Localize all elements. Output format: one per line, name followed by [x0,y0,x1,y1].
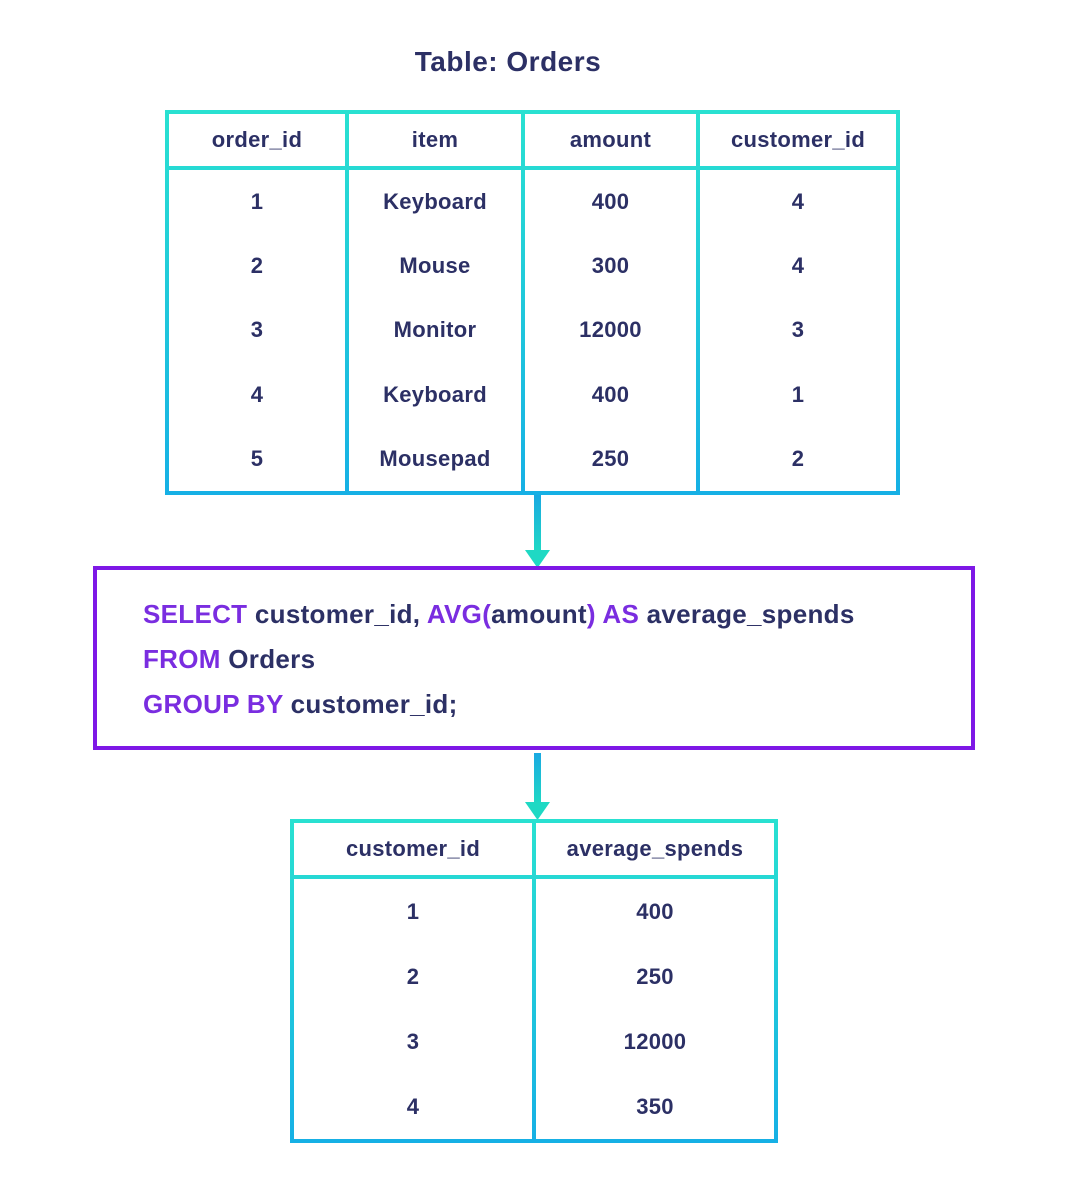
arrow-down-icon [525,495,550,568]
sql-identifier: Orders [228,644,316,674]
column-cells: 4 4 3 1 2 [700,170,896,491]
column-header: customer_id [294,823,532,875]
sql-identifier: amount [491,599,587,629]
table-cell: 3 [406,1028,420,1054]
column-cells: 400 250 12000 350 [536,879,774,1139]
table-cell: 400 [591,189,630,215]
table-cell: 400 [591,381,630,407]
column-header: amount [525,114,696,166]
sql-keyword: FROM [143,644,229,674]
column-cells: 1 2 3 4 [294,879,532,1139]
table-cell: 2 [406,963,420,989]
table-cell: 3 [250,317,264,343]
table-cell: 400 [636,898,674,924]
table-cell: Keyboard [383,381,487,407]
table-cell: 3 [791,317,805,343]
table-cell: 350 [636,1093,674,1119]
table-column-amount: amount 400 300 12000 400 250 [525,114,696,491]
table-cell: 4 [791,189,805,215]
table-cell: 2 [250,253,264,279]
sql-keyword: GROUP BY [143,689,291,719]
sql-keyword: ) AS [586,599,647,629]
table-cell: 250 [591,445,630,471]
table-cell: Mousepad [379,445,491,471]
arrow-shaft [534,753,541,804]
arrow-shaft [534,495,541,552]
sql-line: SELECT customer_id, AVG(amount) AS avera… [143,592,971,637]
column-cells: 400 300 12000 400 250 [525,170,696,491]
table-cell: Mouse [399,253,471,279]
table-cell: 1 [250,189,264,215]
sql-line: FROM Orders [143,637,971,682]
sql-query-box: SELECT customer_id, AVG(amount) AS avera… [93,566,975,750]
table-cell: Keyboard [383,189,487,215]
table-cell: 12000 [579,317,642,343]
source-table-title: Table: Orders [414,46,602,77]
arrow-head [525,802,550,820]
table-cell: 4 [791,253,805,279]
table-cell: Monitor [393,317,477,343]
table-column-customer_id: customer_id 1 2 3 4 [294,823,532,1139]
table-cell: 250 [636,963,674,989]
table-column-average_spends: average_spends 400 250 12000 350 [536,823,774,1139]
table-column-order_id: order_id 1 2 3 4 5 [169,114,345,491]
table-cell: 1 [791,381,805,407]
sql-identifier: average_spends [646,599,855,629]
sql-line: GROUP BY customer_id; [143,682,971,727]
column-header: order_id [169,114,345,166]
table-cell: 5 [250,445,264,471]
table-cell: 1 [406,898,420,924]
sql-identifier: customer_id, [254,599,427,629]
result-table: customer_id 1 2 3 4 average_spends 400 250 12000… [290,819,778,1143]
table-cell: 4 [250,381,264,407]
table-cell: 2 [791,445,805,471]
column-cells: 1 2 3 4 5 [169,170,345,491]
column-header: customer_id [700,114,896,166]
table-cell: 4 [406,1093,420,1119]
sql-keyword: SELECT [143,599,255,629]
column-header: item [349,114,521,166]
arrow-down-icon [525,753,550,820]
sql-identifier: customer_id; [290,689,458,719]
column-header: average_spends [536,823,774,875]
table-cell: 12000 [623,1028,687,1054]
table-column-customer_id: customer_id 4 4 3 1 2 [700,114,896,491]
sql-keyword: AVG( [426,599,492,629]
table-cell: 300 [591,253,630,279]
